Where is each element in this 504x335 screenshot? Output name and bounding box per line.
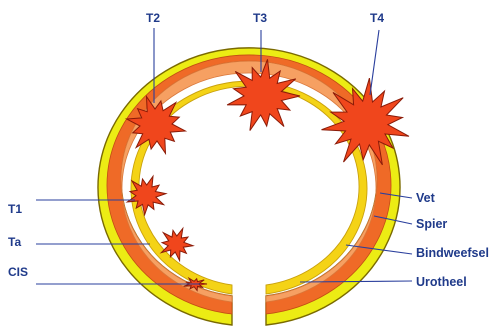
- label-t1: T1: [8, 202, 22, 216]
- label-vet: Vet: [416, 191, 436, 205]
- label-t4: T4: [370, 11, 384, 25]
- label-urotheel: Urotheel: [416, 275, 467, 289]
- label-spier: Spier: [416, 217, 447, 231]
- label-bindweefsel: Bindweefsel: [416, 246, 489, 260]
- label-cis: CIS: [8, 265, 28, 279]
- label-t2: T2: [146, 11, 160, 25]
- leader-t4: [370, 30, 379, 95]
- label-ta: Ta: [8, 235, 21, 249]
- label-t3: T3: [253, 11, 267, 25]
